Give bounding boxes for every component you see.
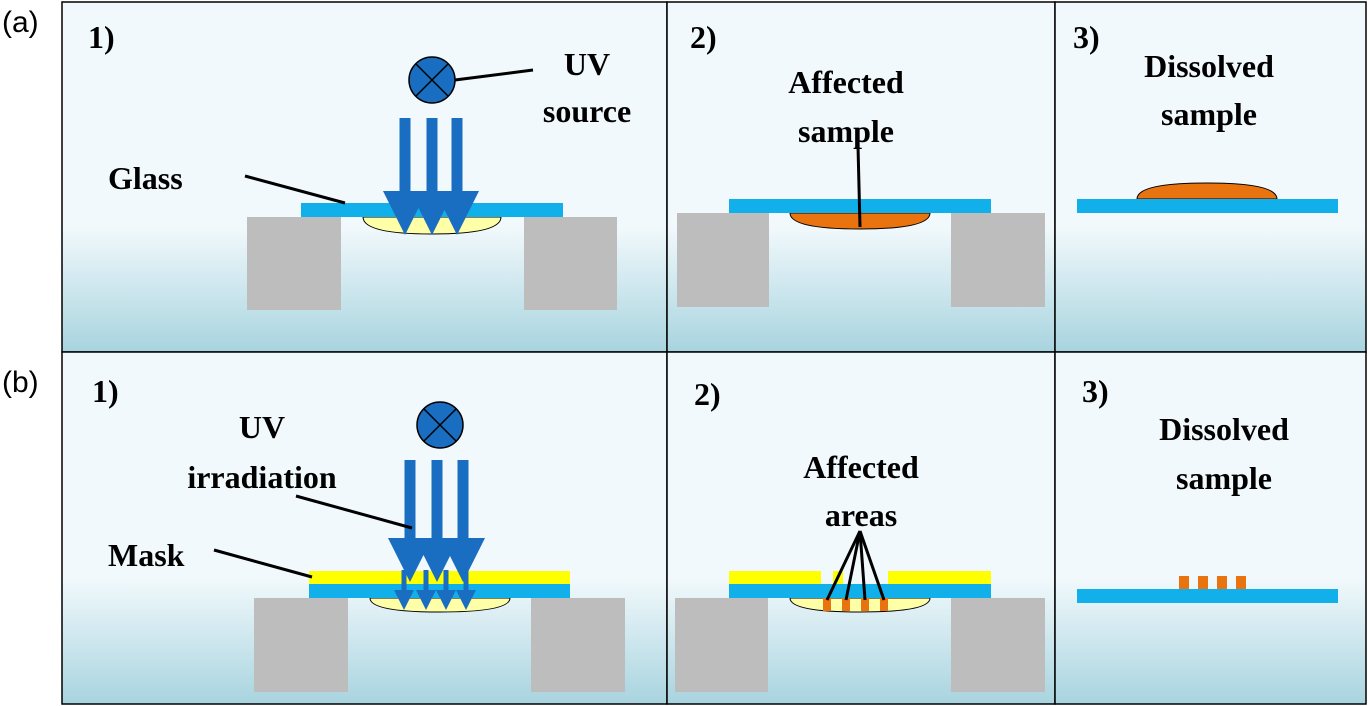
leader-line: [858, 530, 886, 601]
panel-b1-content: 1) UV irradiation Mask: [92, 373, 625, 692]
dissolved-sample-label-2: sample: [1176, 460, 1272, 496]
step-label: 3): [1073, 19, 1100, 55]
uv-source-label-2: source: [543, 93, 631, 129]
glass-label: Glass: [108, 160, 183, 196]
affected-area: [823, 598, 831, 611]
leader-line: [856, 145, 862, 228]
affected-sample-label-1: Affected: [788, 64, 904, 100]
glass-slide: [1077, 589, 1338, 603]
support-block-left: [247, 217, 341, 310]
support-block-right: [524, 217, 617, 310]
glass-slide: [309, 584, 570, 598]
panel-b3: [1054, 351, 1367, 705]
affected-area: [842, 598, 850, 611]
uv-irradiation-label-1: UV: [239, 409, 285, 445]
glass-slide: [1077, 199, 1338, 213]
affected-areas-label-2: areas: [825, 497, 897, 533]
uv-irradiation-label-2: irradiation: [187, 459, 337, 495]
dissolved-sample-label-1: Dissolved: [1159, 411, 1289, 447]
dissolved-area: [1236, 576, 1246, 589]
step-label: 3): [1082, 373, 1109, 409]
glass-slide: [729, 584, 991, 598]
dissolved-sample-label-1: Dissolved: [1144, 48, 1274, 84]
affected-sample-label-2: sample: [798, 113, 894, 149]
panel-b2-content: 2) Affected areas: [675, 376, 1045, 692]
support-block-left: [677, 213, 769, 307]
dissolved-area: [1217, 576, 1227, 589]
support-block-left: [675, 598, 768, 692]
panel-a2-content: 2) Affected sample: [677, 19, 1045, 307]
support-block-right: [951, 598, 1045, 692]
affected-areas-label-1: Affected: [803, 449, 919, 485]
leader-line: [213, 548, 313, 579]
mask-segment: [729, 571, 821, 584]
uv-source-label-1: UV: [564, 46, 610, 82]
uv-source-icon: [416, 401, 464, 449]
mask-label: Mask: [108, 537, 185, 573]
dissolved-sample-label-2: sample: [1161, 96, 1257, 132]
mask-segment: [888, 571, 991, 584]
dissolved-area: [1179, 576, 1189, 589]
mask: [309, 571, 570, 584]
panel-b3-content: 3) Dissolved sample: [1077, 373, 1338, 603]
leader-line: [844, 530, 862, 601]
dissolved-area: [1198, 576, 1208, 589]
row-label-b: (b): [2, 366, 39, 399]
step-label: 1): [92, 373, 119, 409]
leader-line: [454, 68, 534, 82]
step-label: 2): [694, 376, 721, 412]
panel-a1-content: 1) UV source Glass: [88, 19, 631, 310]
step-label: 1): [88, 19, 115, 55]
leader-line: [295, 494, 413, 530]
row-label-a: (a): [2, 6, 39, 39]
panel-a3: [1054, 1, 1367, 353]
leader-line: [244, 174, 346, 205]
affected-area: [861, 598, 869, 611]
leader-line: [825, 530, 862, 601]
support-block-right: [951, 213, 1045, 307]
support-block-left: [254, 598, 348, 692]
leader-line: [858, 530, 867, 601]
affected-area: [880, 598, 888, 611]
uv-source-icon: [408, 56, 456, 104]
dissolved-sample: [1136, 182, 1278, 200]
step-label: 2): [690, 19, 717, 55]
support-block-right: [531, 598, 625, 692]
panel-a3-content: 3) Dissolved sample: [1073, 19, 1338, 213]
